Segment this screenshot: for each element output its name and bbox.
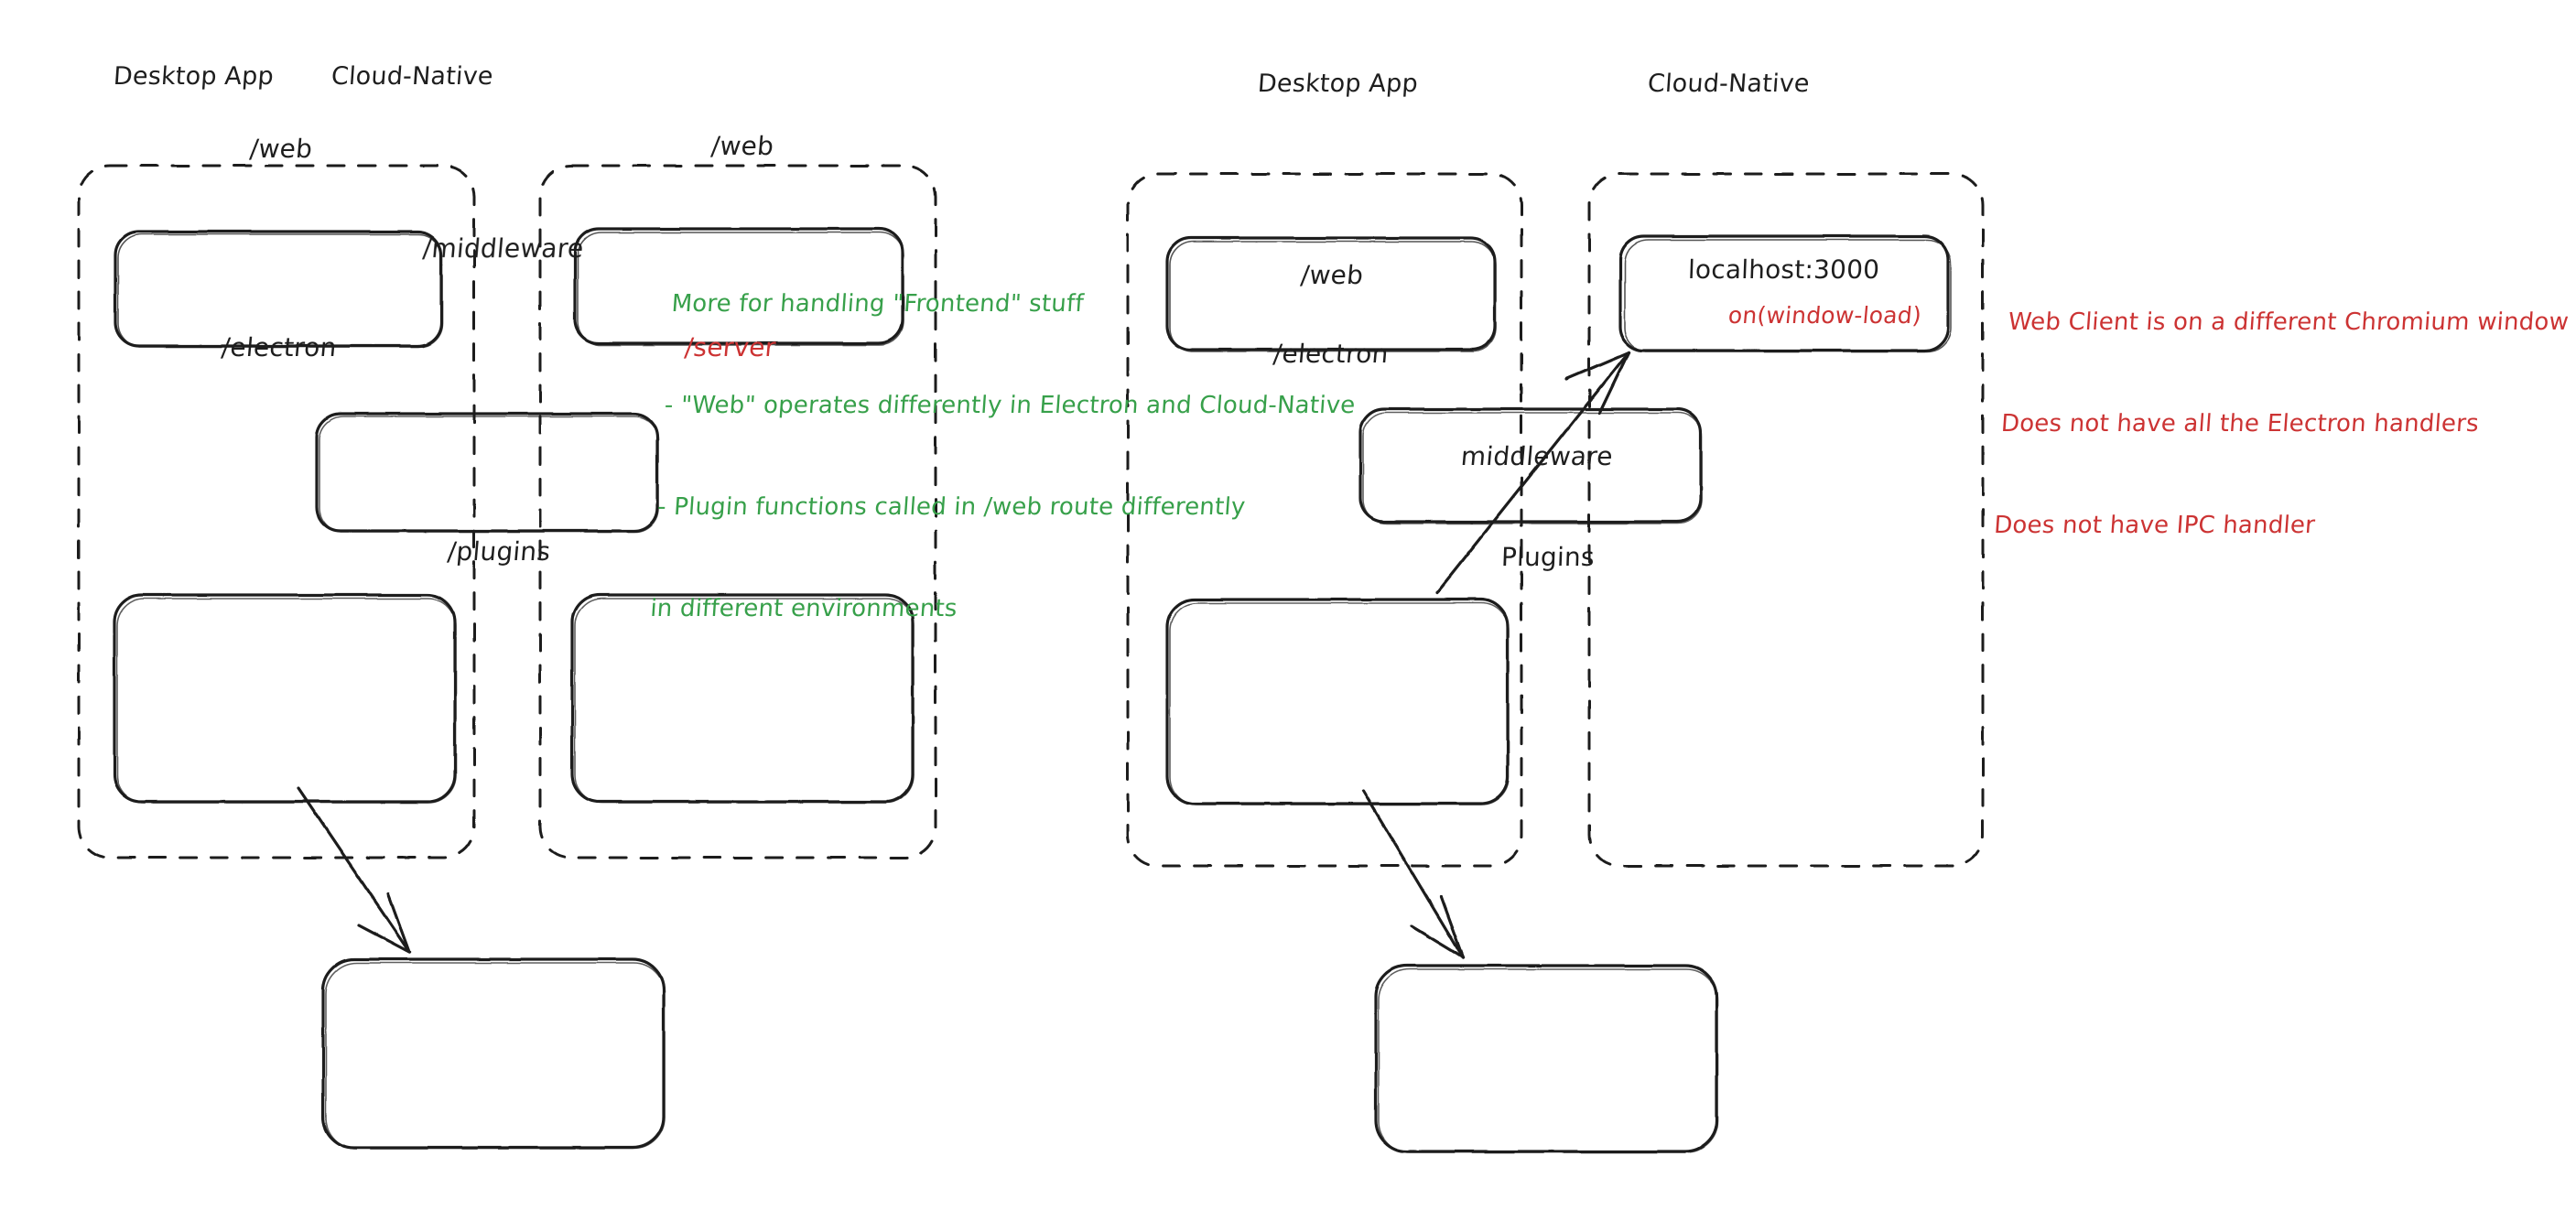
annotation-red-line-3: Does not have IPC handler bbox=[1993, 512, 2317, 539]
node-label-right-desktop-web: /web bbox=[1299, 260, 1365, 290]
node-label-left-plugins: /plugins bbox=[446, 536, 552, 567]
node-label-right-localhost: localhost:3000 bbox=[1687, 254, 1880, 285]
node-label-left-cloud-web: /web bbox=[709, 131, 775, 161]
group-container-left-desktop bbox=[77, 164, 476, 859]
node-box-left-middleware bbox=[315, 412, 659, 533]
node-box-left-desktop-web bbox=[114, 230, 443, 348]
node-label-left-desktop-web: /web bbox=[248, 134, 314, 164]
group-label-left-cloud: Cloud-Native bbox=[330, 62, 494, 91]
annotation-green-line-1: More for handling "Frontend" stuff bbox=[670, 290, 1085, 318]
node-box-right-localhost bbox=[1618, 234, 1952, 352]
group-label-left-desktop: Desktop App bbox=[112, 62, 275, 91]
node-sublabel-right-localhost: on(window-load) bbox=[1726, 302, 1923, 329]
annotation-green-line-3: - Plugin functions called in /web route … bbox=[656, 493, 1247, 521]
annotation-green-note: More for handling "Frontend" stuff - "We… bbox=[644, 220, 1369, 694]
annotation-green-line-4: in different environments bbox=[649, 595, 958, 622]
node-label-left-middleware: /middleware bbox=[421, 233, 585, 264]
arrow-right-electron-to-plugins bbox=[1361, 789, 1465, 959]
node-label-left-electron: /electron bbox=[220, 332, 339, 362]
arrow-left-electron-to-plugins bbox=[297, 786, 411, 954]
node-label-right-plugins: Plugins bbox=[1500, 542, 1596, 572]
annotation-red-note: Web Client is on a different Chromium wi… bbox=[1988, 238, 2575, 611]
node-box-right-plugins bbox=[1374, 964, 1718, 1153]
node-label-right-middleware: middleware bbox=[1459, 441, 1615, 471]
node-box-left-plugins bbox=[321, 957, 666, 1150]
node-box-left-electron bbox=[113, 593, 457, 804]
group-label-right-desktop: Desktop App bbox=[1256, 70, 1419, 98]
annotation-red-line-2: Does not have all the Electron handlers bbox=[1999, 410, 2480, 438]
node-label-right-electron: /electron bbox=[1272, 339, 1391, 369]
annotation-red-line-1: Web Client is on a different Chromium wi… bbox=[2007, 308, 2571, 336]
group-label-right-cloud: Cloud-Native bbox=[1646, 70, 1811, 98]
annotation-green-line-2: - "Web" operates differently in Electron… bbox=[663, 392, 1357, 419]
